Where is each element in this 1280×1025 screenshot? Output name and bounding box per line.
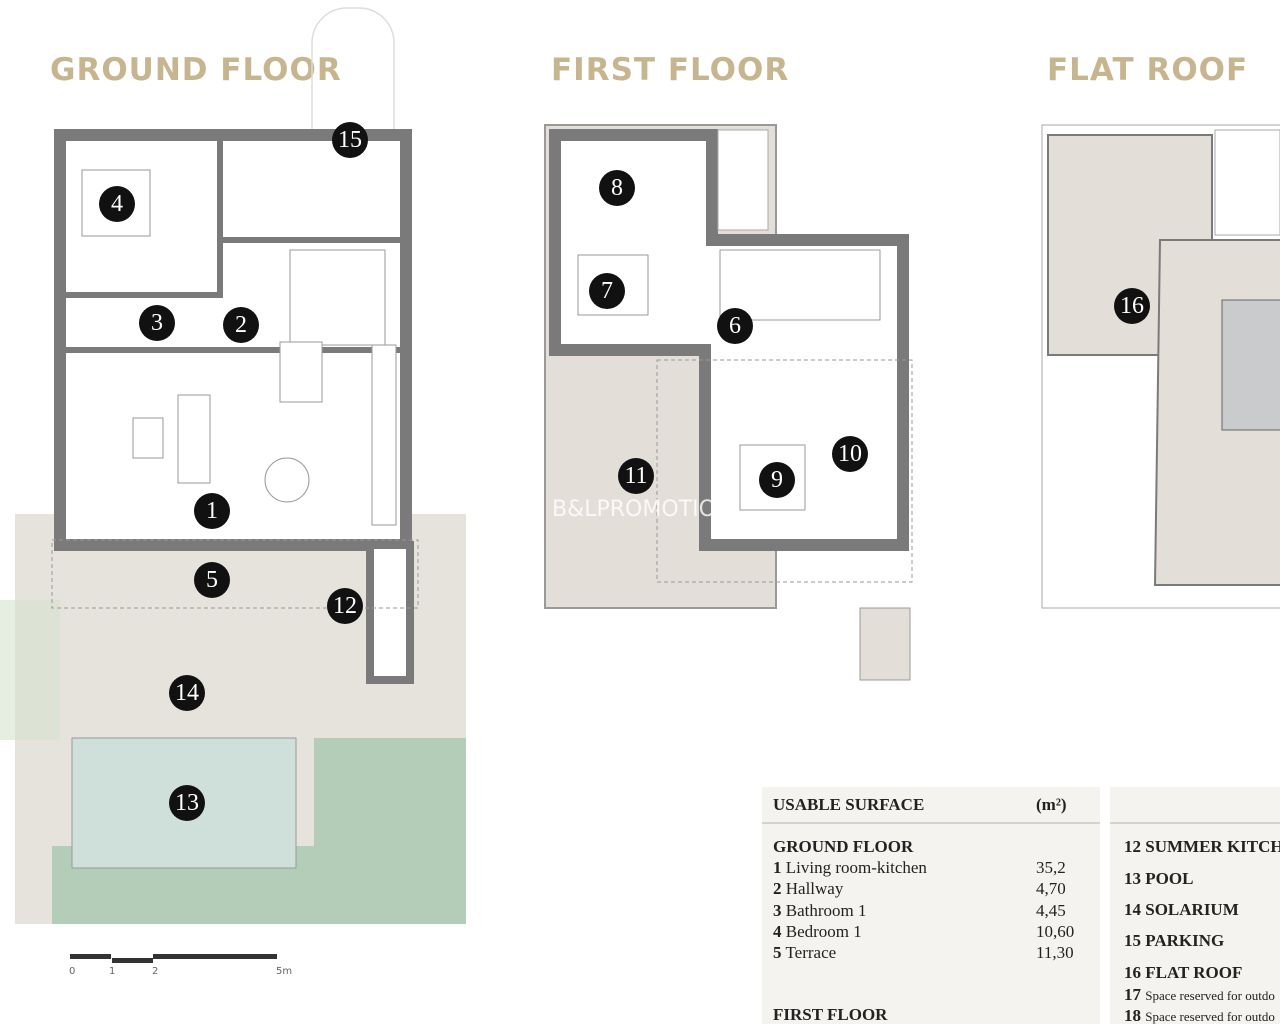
flat-roof-title: FLAT ROOF — [1047, 52, 1249, 88]
reserved-item: 18 Space reserved for outdo — [1124, 1006, 1275, 1024]
table — [132, 417, 164, 459]
table-row: 5 Terrace — [773, 943, 836, 963]
room-marker: 7 — [589, 273, 625, 309]
room-marker: 11 — [618, 458, 654, 494]
extra-item: 13 POOL — [1124, 869, 1194, 888]
kitchen-counter — [371, 344, 397, 526]
island — [279, 341, 323, 403]
row-value: 11,30 — [1036, 943, 1074, 962]
watermark-logo: B&LPROMOTIO — [552, 497, 716, 522]
row-label: Hallway — [785, 879, 844, 898]
room-marker: 4 — [99, 186, 135, 222]
room-marker: 1 — [194, 493, 230, 529]
stairs — [289, 249, 386, 346]
surface-table-right — [1110, 787, 1280, 1024]
row-value: 10,60 — [1036, 922, 1075, 941]
row-num: 4 — [773, 922, 782, 941]
scale-bar-segment — [153, 954, 277, 959]
first-floor-title: FIRST FLOOR — [551, 52, 790, 88]
room-marker: 10 — [832, 436, 868, 472]
row-label: Bedroom 1 — [785, 922, 862, 941]
bedroom-wall — [57, 132, 223, 298]
room-marker: 3 — [139, 305, 175, 341]
row-label: Bathroom 1 — [785, 901, 867, 920]
sofa — [177, 394, 211, 484]
extra-item: 15 PARKING — [1124, 931, 1225, 950]
row-num: 2 — [773, 879, 782, 898]
summer-kitchen — [366, 541, 414, 684]
room-marker: 12 — [327, 588, 363, 624]
ground-floor-title: GROUND FLOOR — [50, 52, 342, 88]
row-num: 18 — [1124, 1006, 1141, 1024]
first-floor-heading: FIRST FLOOR — [773, 1005, 888, 1024]
dining-table — [264, 457, 310, 503]
solar-panel — [1221, 299, 1280, 431]
roof-slats — [1214, 129, 1280, 236]
row-value: 4,45 — [1036, 901, 1066, 920]
first-terrace-outline — [656, 359, 913, 583]
chimney — [859, 607, 911, 681]
balcony-slats — [717, 129, 769, 231]
divider — [1110, 822, 1280, 824]
table-row: 1 Living room-kitchen — [773, 858, 927, 878]
reserved-item: 17 Space reserved for outdo — [1124, 985, 1275, 1005]
room-marker: 16 — [1114, 288, 1150, 324]
room-marker: 13 — [169, 785, 205, 821]
row-num: 1 — [773, 858, 782, 877]
extra-item: 14 SOLARIUM — [1124, 900, 1239, 919]
room-marker: 5 — [194, 562, 230, 598]
row-value: 4,70 — [1036, 879, 1066, 898]
row-num: 17 — [1124, 985, 1141, 1004]
terrace-outline — [51, 539, 419, 609]
stairs-first — [719, 249, 881, 321]
table-row: 3 Bathroom 1 — [773, 901, 867, 921]
table-row: 2 Hallway — [773, 879, 843, 899]
scale-label: 2 — [152, 966, 159, 977]
extra-item: 16 FLAT ROOF — [1124, 963, 1243, 982]
room-marker: 8 — [599, 170, 635, 206]
row-num: 3 — [773, 901, 782, 920]
room-marker: 6 — [717, 308, 753, 344]
surface-table-left — [762, 787, 1100, 1024]
room-marker: 14 — [169, 675, 205, 711]
scale-label: 5m — [276, 966, 293, 977]
row-label: Space reserved for outdo — [1145, 988, 1275, 1003]
room-marker: 9 — [759, 462, 795, 498]
table-header: USABLE SURFACE — [773, 795, 925, 814]
unit-header: (m²) — [1036, 795, 1067, 814]
row-label: Living room-kitchen — [785, 858, 927, 877]
room-marker: 2 — [223, 307, 259, 343]
row-num: 5 — [773, 943, 782, 962]
divider — [762, 822, 1100, 824]
lawn — [314, 738, 466, 924]
ground-floor-heading: GROUND FLOOR — [773, 837, 914, 856]
room-marker: 15 — [332, 122, 368, 158]
scale-bar-segment — [70, 954, 111, 959]
row-label: Terrace — [785, 943, 837, 962]
scale-label: 1 — [109, 966, 116, 977]
palm-tree — [0, 600, 60, 740]
extra-item: 12 SUMMER KITCH — [1124, 837, 1280, 856]
table-row: 4 Bedroom 1 — [773, 922, 862, 942]
scale-label: 0 — [69, 966, 76, 977]
scale-bar-segment — [112, 958, 153, 963]
extras-column: 12 SUMMER KITCH 13 POOL 14 SOLARIUM 15 P… — [1124, 0, 1280, 1024]
row-value: 35,2 — [1036, 858, 1066, 877]
row-label: Space reserved for outdo — [1145, 1009, 1275, 1024]
